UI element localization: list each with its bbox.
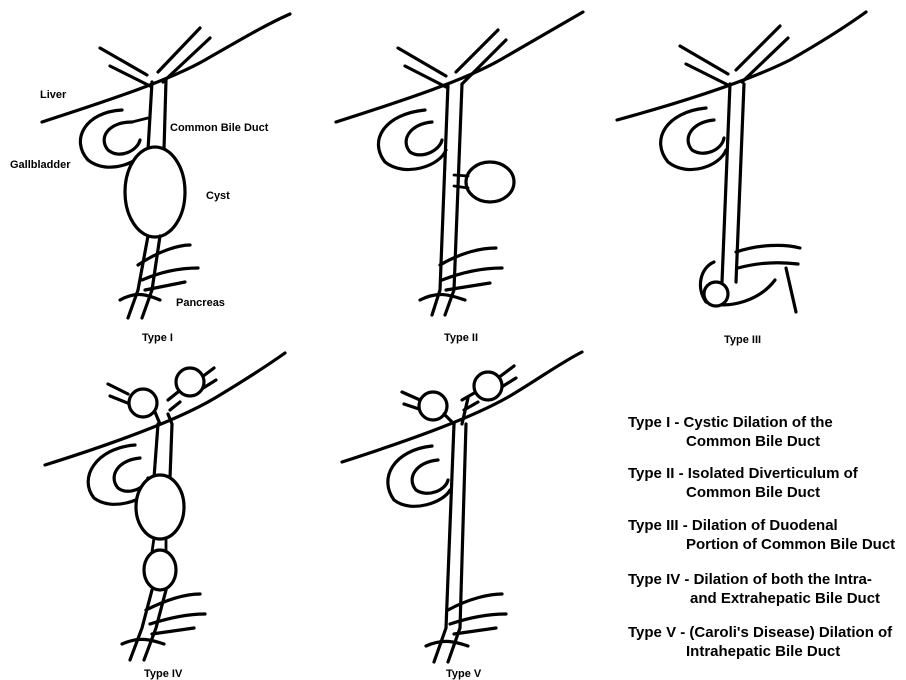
cyst-label: Cyst (206, 190, 230, 202)
pancreatic-duct (440, 248, 502, 290)
intrahepatic-cyst-left (419, 392, 447, 420)
choledochocele (704, 282, 728, 306)
panel-type-2: Type II (336, 12, 583, 344)
extrahepatic-cyst-upper (136, 475, 184, 539)
legend-item-line1: Type II - Isolated Diverticulum of (628, 465, 859, 482)
legend-item-line2: Portion of Common Bile Duct (686, 536, 895, 553)
legend-item-line1: Type V - (Caroli's Disease) Dilation of (628, 624, 893, 641)
duodenum-edge (420, 295, 465, 300)
liver-edge (342, 352, 582, 462)
gallbladder (661, 108, 726, 170)
pancreas-label: Pancreas (176, 297, 225, 309)
choledochal-cyst (125, 147, 185, 237)
legend-item-line2: Common Bile Duct (686, 484, 820, 501)
pancreatic-duct (448, 594, 506, 634)
panel-caption-type-3: Type III (724, 334, 761, 346)
panel-caption-type-4: Type IV (144, 668, 183, 680)
duodenum-edge (122, 639, 164, 644)
panel-caption-type-5: Type V (446, 668, 482, 680)
legend-item-type-5: Type V - (Caroli's Disease) Dilation of … (628, 624, 893, 660)
panel-type-1: Liver Gallbladder Common Bile Duct Cyst … (10, 14, 290, 344)
pancreatic-duct (138, 245, 198, 290)
extrahepatic-cyst-lower (144, 550, 176, 590)
common-bile-duct-lower (130, 590, 166, 660)
legend-item-line2: Intrahepatic Bile Duct (686, 643, 840, 660)
legend-item-line1: Type I - Cystic Dilation of the (628, 414, 833, 431)
duodenum-edge (120, 295, 160, 300)
hepatic-duct-right (158, 28, 210, 82)
liver-label: Liver (40, 89, 67, 101)
gallbladder (388, 446, 450, 506)
panel-type-4: Type IV (45, 353, 285, 680)
panel-caption-type-2: Type II (444, 332, 478, 344)
intrahepatic-cyst-left (129, 389, 157, 417)
hepatic-duct-left (680, 46, 730, 86)
legend-item-type-3: Type III - Dilation of Duodenal Portion … (628, 517, 895, 553)
hepatic-duct-left (100, 48, 150, 86)
legend: Type I - Cystic Dilation of the Common B… (628, 414, 895, 660)
gallbladder (378, 110, 446, 170)
liver-edge (45, 353, 285, 465)
diverticulum (466, 162, 514, 202)
common-bile-duct (432, 84, 462, 315)
intrahepatic-cyst-right (474, 372, 502, 400)
cystic-duct (132, 118, 148, 122)
duodenum-edge (426, 641, 468, 646)
legend-item-line2: and Extrahepatic Bile Duct (690, 590, 880, 607)
common-bile-duct (722, 84, 744, 282)
common-bile-duct-upper (148, 80, 166, 150)
common-bile-duct-upper (154, 424, 172, 478)
hepatic-duct-left (398, 48, 448, 88)
panel-caption-type-1: Type I (142, 332, 173, 344)
legend-item-line1: Type III - Dilation of Duodenal (628, 517, 838, 534)
common-bile-duct-label: Common Bile Duct (170, 122, 269, 134)
panel-type-3: Type III (617, 12, 866, 346)
intrahepatic-duct-left (108, 384, 130, 404)
intrahepatic-cyst-right (176, 368, 204, 396)
common-bile-duct-lower (128, 236, 160, 318)
gallbladder-label: Gallbladder (10, 159, 71, 171)
legend-item-line1: Type IV - Dilation of both the Intra- (628, 571, 872, 588)
legend-item-type-4: Type IV - Dilation of both the Intra- an… (628, 571, 880, 607)
legend-item-type-1: Type I - Cystic Dilation of the Common B… (628, 414, 833, 450)
legend-item-line2: Common Bile Duct (686, 433, 820, 450)
panel-type-5: Type V (342, 352, 582, 680)
legend-item-type-2: Type II - Isolated Diverticulum of Commo… (628, 465, 859, 501)
